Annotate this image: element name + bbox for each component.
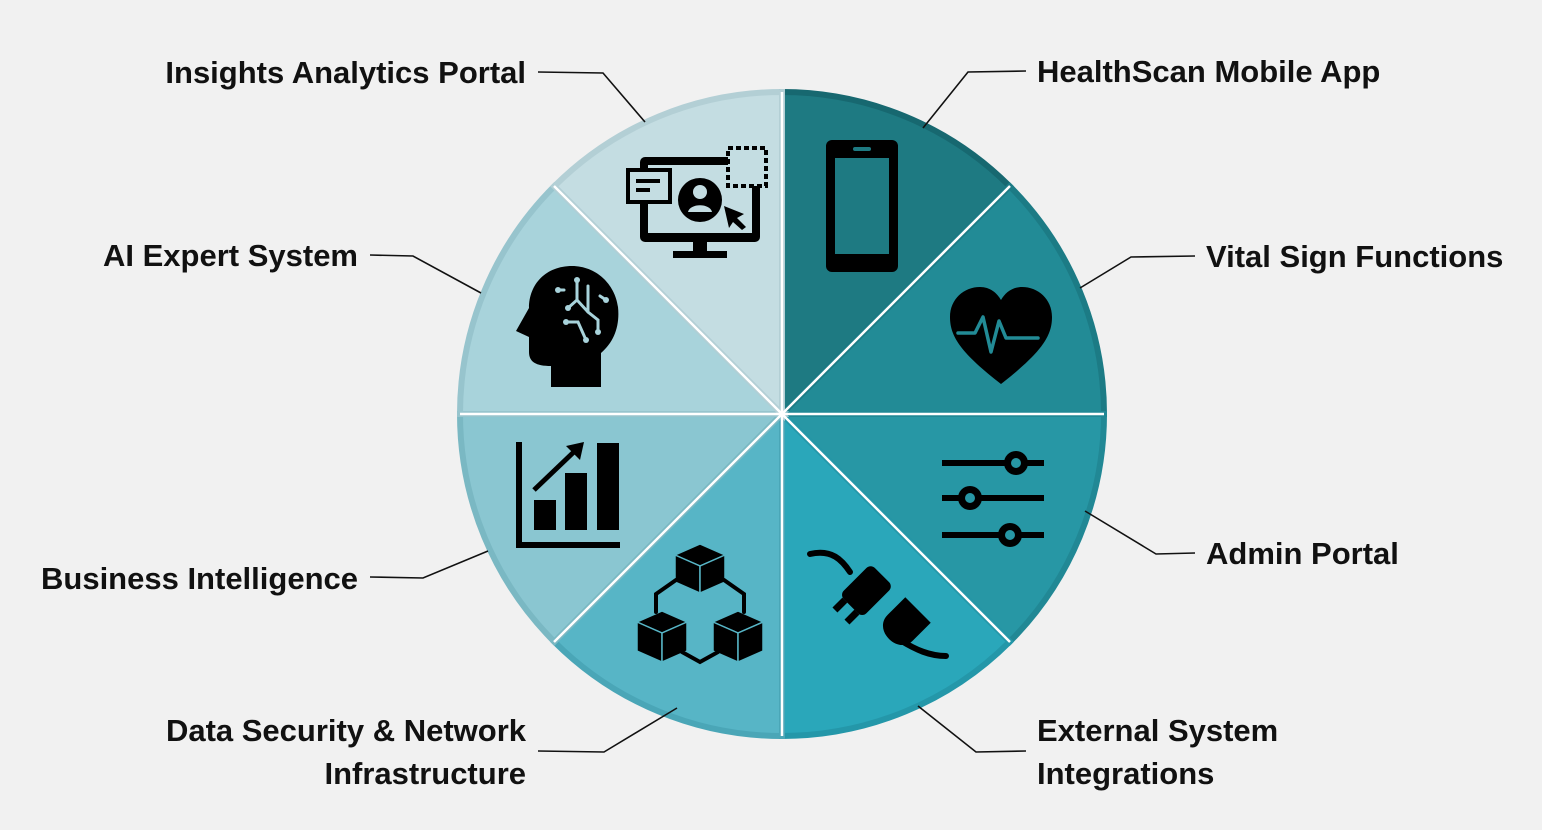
monitor-user-icon xyxy=(626,146,768,258)
label-business-intelligence: Business Intelligence xyxy=(41,561,358,596)
label-data-security-network: Data Security & Network Infrastructure xyxy=(166,709,526,795)
ai-head-icon xyxy=(516,266,619,387)
blocks-connectors xyxy=(654,578,746,665)
heart-pulse-icon xyxy=(950,287,1052,384)
label-vital-sign-functions: Vital Sign Functions xyxy=(1206,239,1504,274)
plug-icon xyxy=(807,549,949,659)
label-ai-expert-system: AI Expert System xyxy=(103,238,358,273)
smartphone-icon xyxy=(826,140,898,272)
segment-external-system-integrations xyxy=(779,406,1014,740)
label-admin-portal: Admin Portal xyxy=(1206,536,1399,571)
bar-chart-growth-icon xyxy=(516,442,620,548)
segment-business-intelligence xyxy=(456,411,790,646)
segment-dividers xyxy=(460,92,1104,736)
label-healthscan-mobile-app: HealthScan Mobile App xyxy=(1037,54,1381,89)
label-line: External System xyxy=(1037,713,1279,748)
leader-lines xyxy=(369,70,1196,753)
sliders-icon xyxy=(942,451,1044,547)
label-external-system-integrations: External System Integrations xyxy=(1037,709,1278,795)
label-line: Integrations xyxy=(1037,756,1215,791)
label-insights-analytics-portal: Insights Analytics Portal xyxy=(165,55,526,90)
label-line: Data Security & Network xyxy=(165,713,526,748)
label-line: Infrastructure xyxy=(324,756,526,791)
